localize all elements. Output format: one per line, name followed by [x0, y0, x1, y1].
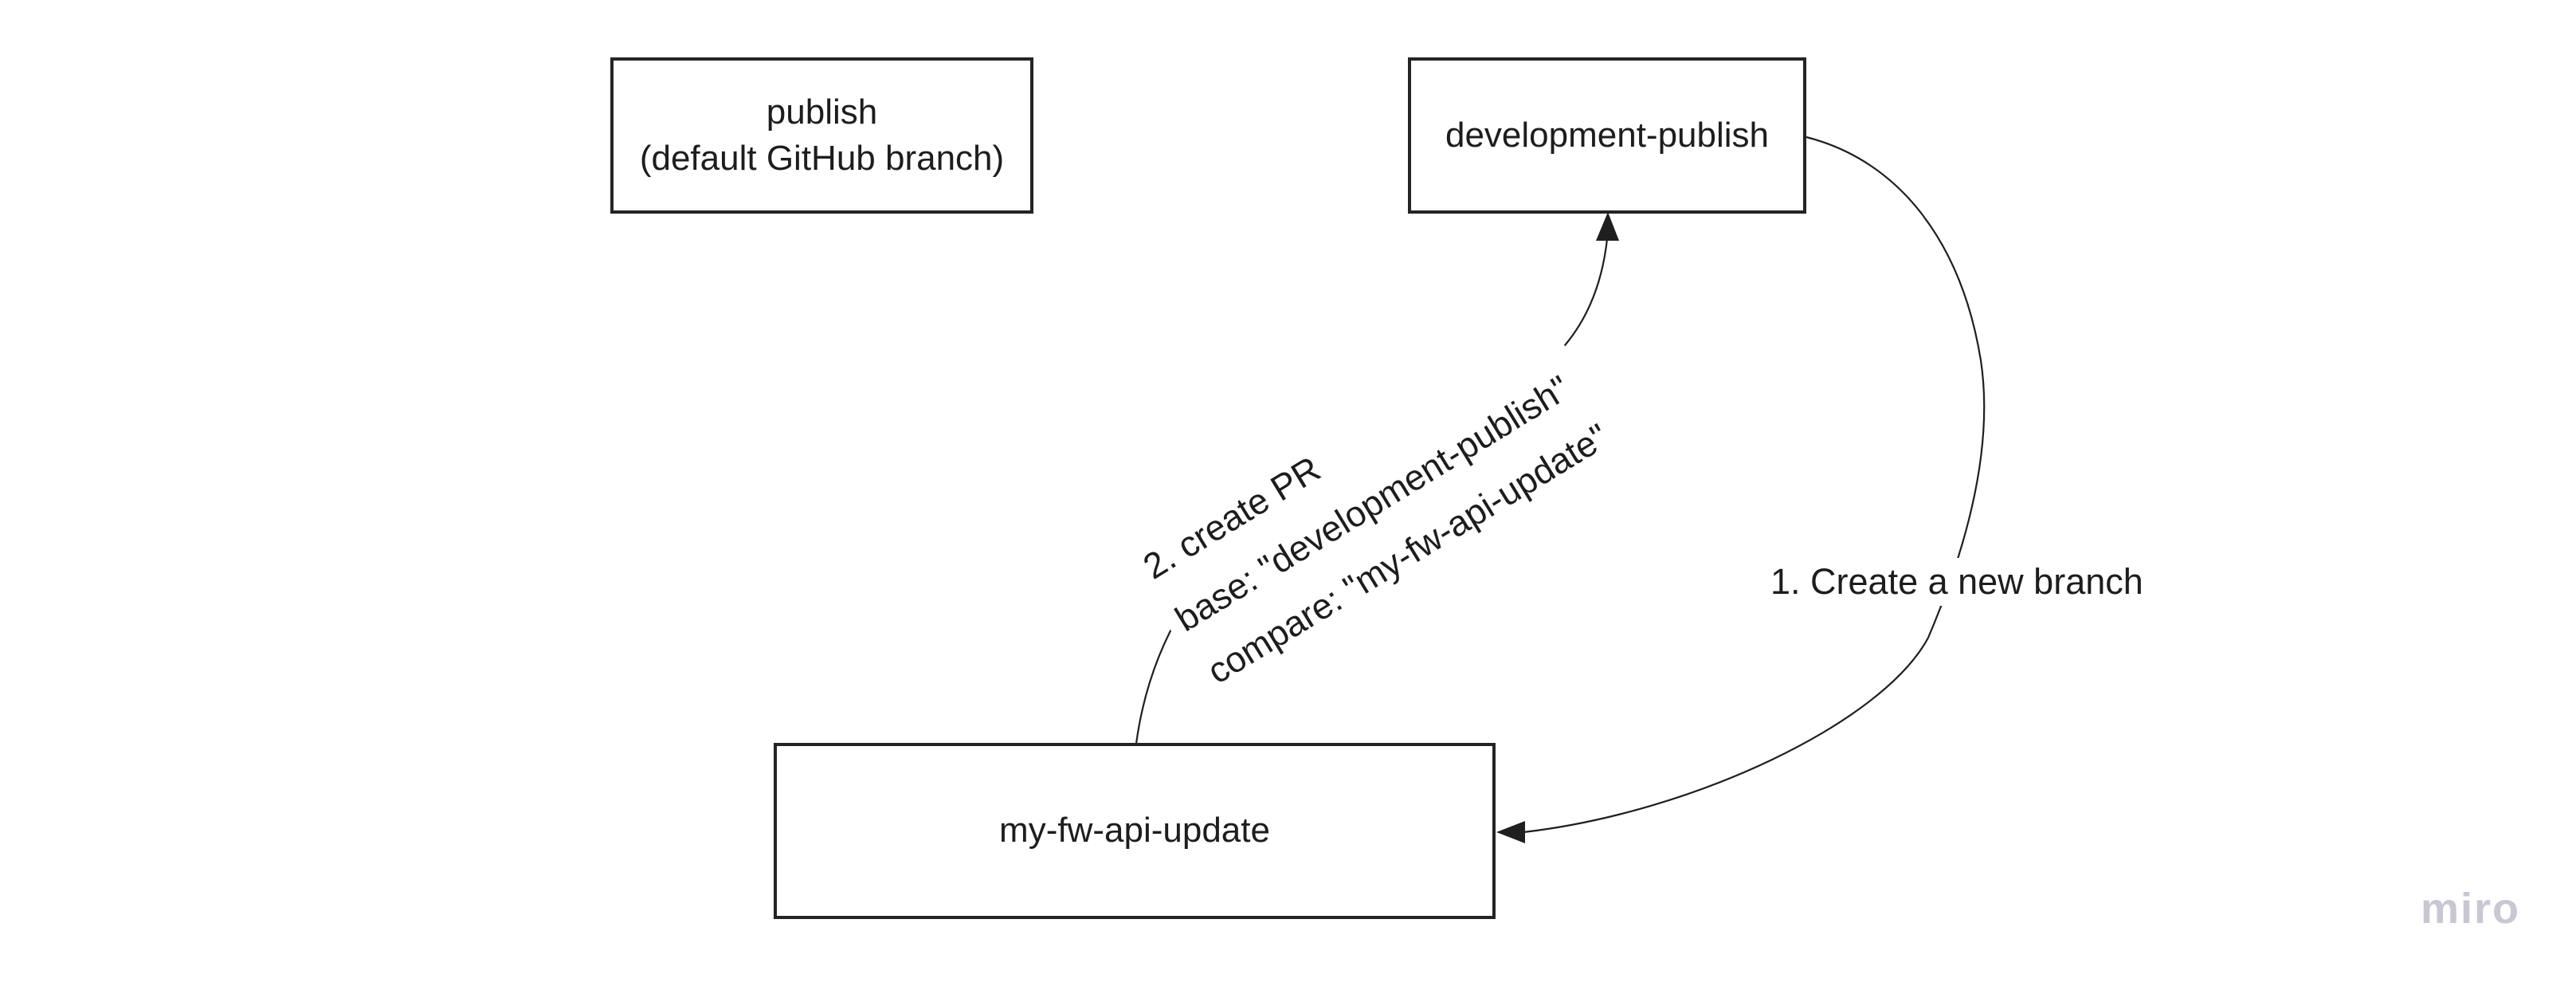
miro-logo: miro	[2420, 885, 2520, 933]
shape-label: my-fw-api-update	[999, 811, 1270, 850]
shape-my-fw-api-update-branch[interactable]: my-fw-api-update	[774, 743, 1496, 919]
connector-label-create-branch[interactable]: 1. Create a new branch	[1761, 558, 2153, 606]
shape-label: development-publish	[1445, 115, 1770, 155]
shape-development-publish-branch[interactable]: development-publish	[1408, 57, 1806, 214]
shape-label-line: publish	[766, 92, 878, 132]
connector-create-branch[interactable]	[1523, 136, 1986, 834]
shape-label-line: (default GitHub branch)	[639, 139, 1005, 178]
arrowhead-left-icon	[1496, 821, 1525, 843]
arrowhead-up-icon	[1596, 212, 1619, 241]
shape-publish-branch[interactable]: publish (default GitHub branch)	[610, 57, 1033, 214]
